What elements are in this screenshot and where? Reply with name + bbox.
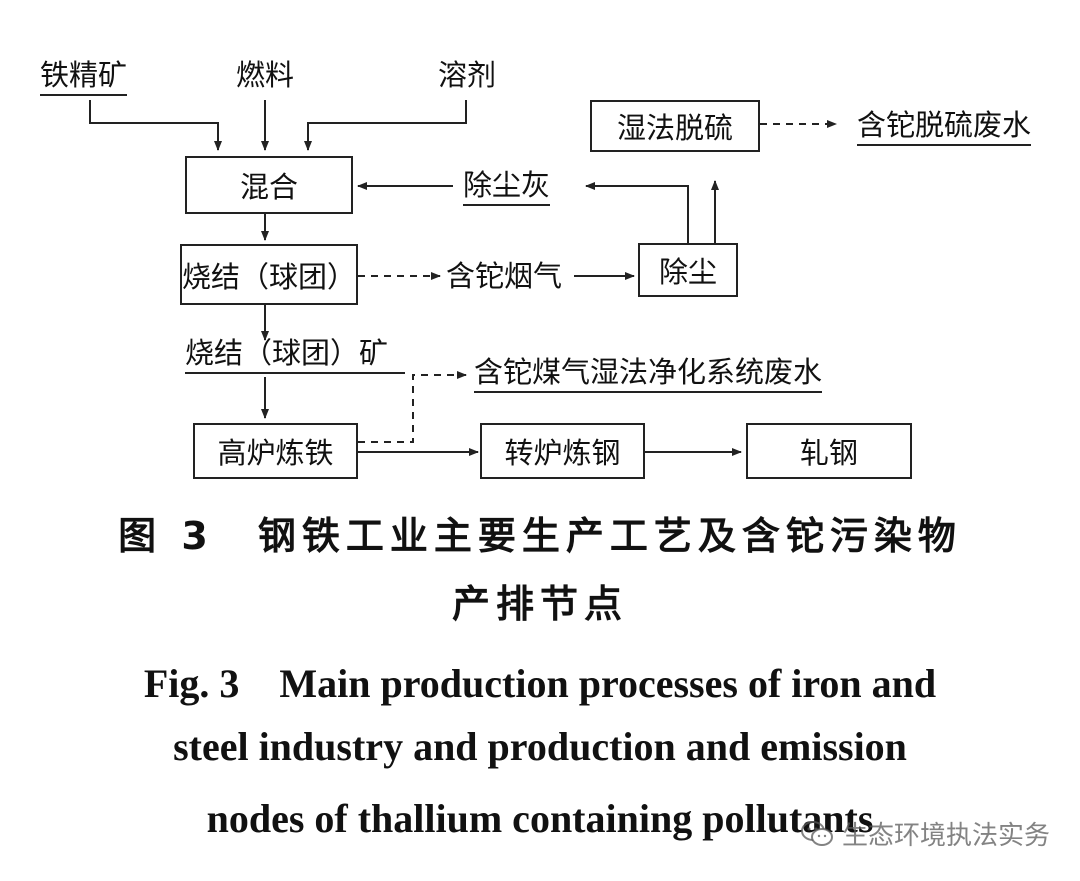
wechat-icon	[800, 820, 833, 846]
sinter-product-label: 烧结（球团）矿	[185, 336, 405, 374]
rolling-box: 轧钢	[746, 423, 912, 479]
sintering-box: 烧结（球团）	[180, 244, 358, 305]
flux-input-label: 溶剂	[438, 58, 497, 92]
watermark: 生态环境执法实务	[800, 815, 1050, 852]
watermark-text: 生态环境执法实务	[841, 821, 1050, 851]
mixing-box: 混合	[185, 156, 353, 214]
caption-zh-line2: 产排节点	[451, 582, 628, 626]
ore-input-label: 铁精矿	[40, 58, 128, 96]
tl-flue-gas-label: 含铊烟气	[446, 259, 563, 293]
caption-en-line1: Fig. 3 Main production processes of iron…	[143, 661, 937, 706]
blast-furnace-box: 高炉炼铁	[193, 423, 358, 479]
dedusting-box: 除尘	[638, 243, 738, 297]
bf-to-gaswater-arrow	[358, 371, 467, 443]
wet-desulfurization-box: 湿法脱硫	[590, 100, 760, 152]
converter-box: 转炉炼钢	[480, 423, 645, 479]
tl-desulf-wastewater-label: 含铊脱硫废水	[857, 108, 1032, 146]
ore-to-mix-arrow	[89, 100, 222, 151]
dust-label: 除尘灰	[463, 168, 551, 206]
flux-to-mix-arrow	[304, 100, 467, 151]
fuel-input-label: 燃料	[236, 58, 295, 92]
dedust-to-dust-arrow	[585, 182, 689, 243]
caption-en-line2: steel industry and production and emissi…	[173, 724, 907, 769]
caption-zh-line1: 图 3 钢铁工业主要生产工艺及含铊污染物	[118, 514, 962, 558]
caption-en-line3: nodes of thallium containing pollutants	[206, 796, 874, 841]
tl-gas-wastewater-label: 含铊煤气湿法净化系统废水	[474, 355, 823, 393]
